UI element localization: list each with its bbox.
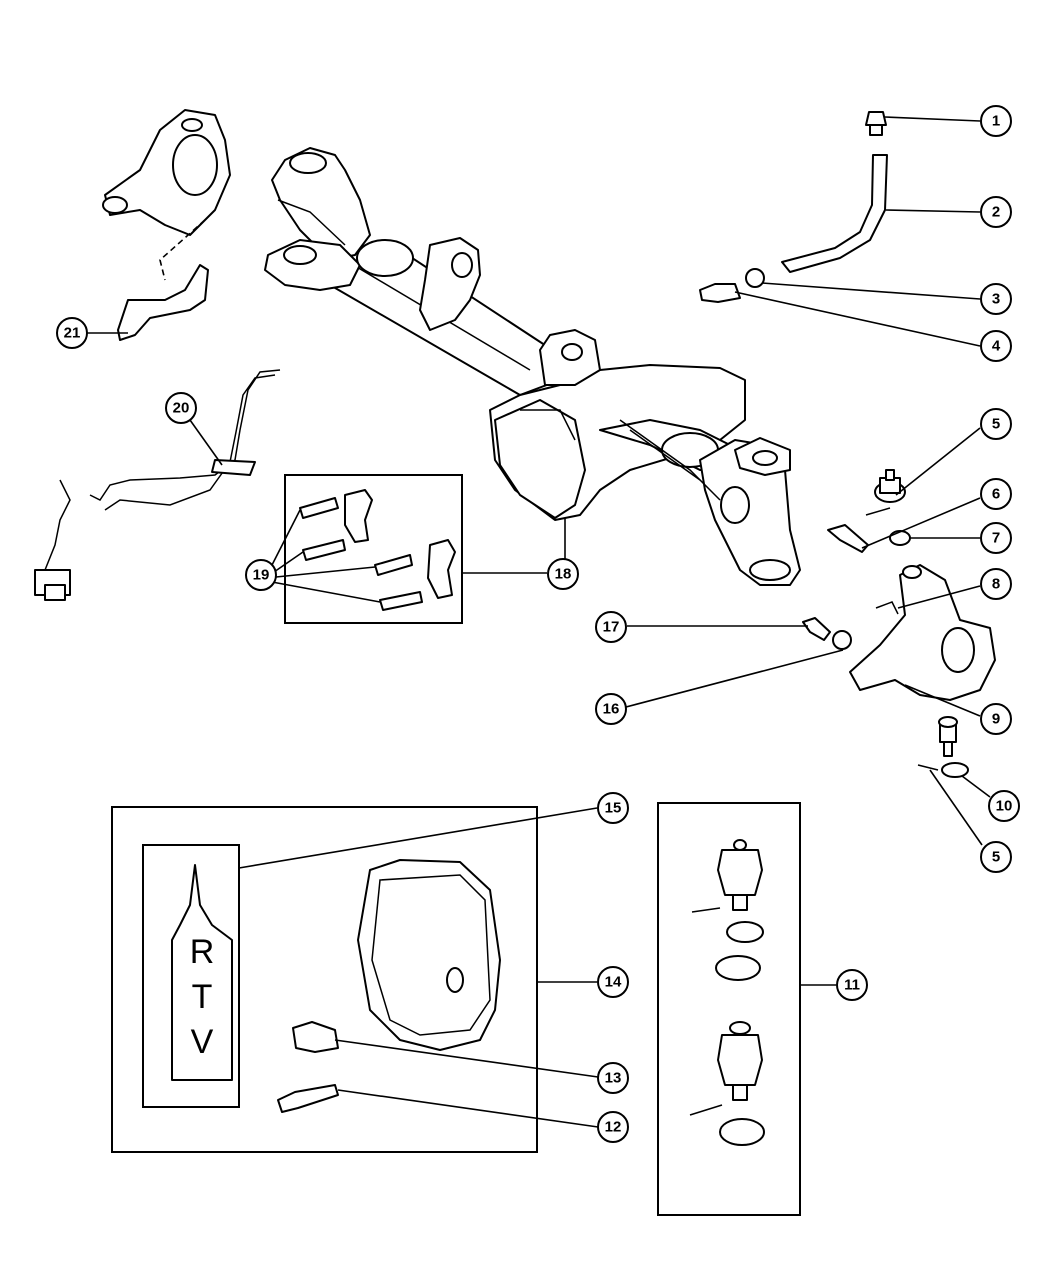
lower-ball-joint-kit [689,1021,765,1146]
abs-sensor-bracket [117,264,209,341]
callout-10-label: 10 [996,798,1013,815]
ball-joint-box [657,802,801,1216]
bearing-cap-bolts [299,497,423,611]
abs-wiring-harness [34,369,281,601]
callout-4: 4 [980,330,1012,362]
vent-fitting [865,111,887,136]
callout-9-label: 9 [992,711,1000,728]
callout-5-lower: 5 [980,841,1012,873]
leader-lines [87,116,991,1128]
callout-11: 11 [836,969,868,1001]
steering-knuckle-right [849,564,996,701]
callout-17-label: 17 [603,619,620,636]
callout-6: 6 [980,478,1012,510]
callout-18-label: 18 [555,566,572,583]
bearing-caps [344,489,456,599]
callout-10: 10 [988,790,1020,822]
vent-connector [699,283,741,303]
callout-19-label: 19 [253,567,270,584]
vent-hose [781,154,888,273]
callout-9: 9 [980,703,1012,735]
cover-kit-box [111,806,538,1153]
callout-3-label: 3 [992,291,1000,308]
callout-3: 3 [980,283,1012,315]
callout-13: 13 [597,1062,629,1094]
upper-ball-joint [874,469,906,503]
upper-ball-joint-kit [691,839,764,981]
callout-12: 12 [597,1111,629,1143]
rtv-letter-r: R [190,933,215,971]
callout-21-label: 21 [64,325,81,342]
callout-5-upper-label: 5 [992,416,1000,433]
callout-2: 2 [980,196,1012,228]
nut-7 [889,530,911,546]
callout-18: 18 [547,558,579,590]
callout-15-label: 15 [605,800,622,817]
bolt-17 [802,617,831,641]
callout-7-label: 7 [992,530,1000,547]
callout-7: 7 [980,522,1012,554]
callout-15: 15 [597,792,629,824]
adjusting-sleeve-clip [875,601,899,615]
lower-ball-joint [938,716,958,757]
rtv-box [142,844,240,1108]
differential-cover [357,859,501,1051]
callout-6-label: 6 [992,486,1000,503]
callout-8: 8 [980,568,1012,600]
callout-14: 14 [597,966,629,998]
nut-16 [832,630,852,650]
hose-clamp [745,268,765,288]
castle-nut-10 [941,762,969,778]
callout-1-label: 1 [992,113,1000,130]
cover-bolt [277,1084,339,1113]
callout-11-label: 11 [844,977,860,994]
callout-20-label: 20 [173,400,190,417]
callout-5-lower-label: 5 [992,849,1000,866]
rtv-letter-v: V [191,1023,214,1061]
callout-12-label: 12 [605,1119,622,1136]
axle-housing [264,147,801,586]
callout-20: 20 [165,392,197,424]
callout-17: 17 [595,611,627,643]
callout-13-label: 13 [605,1070,622,1087]
steering-arm-bolt [827,524,869,553]
callout-8-label: 8 [992,576,1000,593]
callout-1: 1 [980,105,1012,137]
callout-2-label: 2 [992,204,1000,221]
callout-19: 19 [245,559,277,591]
bearing-cap-box [284,474,463,624]
callout-4-label: 4 [992,338,1001,355]
callout-16-label: 16 [603,701,620,718]
callout-21: 21 [56,317,88,349]
callout-16: 16 [595,693,627,725]
steering-knuckle-upper-left [102,109,231,236]
rtv-letter-t: T [192,978,213,1016]
callout-14-label: 14 [605,974,622,991]
callout-5-upper: 5 [980,408,1012,440]
fill-plug [292,1021,339,1053]
rtv-sealant-tube: R T V [171,864,233,1081]
